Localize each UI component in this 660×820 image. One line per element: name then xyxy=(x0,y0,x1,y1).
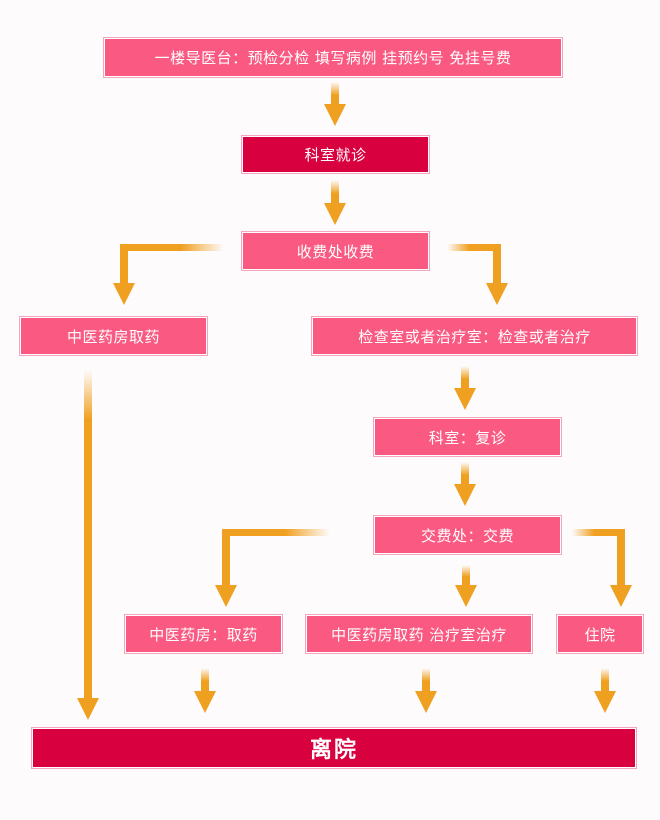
arrow-cashier-to-pharmacy xyxy=(113,244,224,305)
arrow-dept-to-cashier xyxy=(324,180,346,225)
node-tcm-pharmacy-2: 中医药房：取药 xyxy=(124,614,283,654)
node-revisit: 科室：复诊 xyxy=(373,417,562,457)
node-pharmacy-treatment: 中医药房取药 治疗室治疗 xyxy=(305,614,533,654)
arrow-pharmacy-to-discharge xyxy=(77,370,99,720)
arrow-pharmacy2-to-discharge xyxy=(194,668,216,713)
arrow-pharmacy-treatment-to-discharge xyxy=(415,668,437,713)
arrow-payment-to-pharmacy-treatment xyxy=(455,565,477,607)
node-discharge: 离院 xyxy=(31,727,637,769)
node-exam-treatment: 检查室或者治疗室：检查或者治疗 xyxy=(311,316,638,356)
arrow-hospitalization-to-discharge xyxy=(594,668,616,713)
node-payment: 交费处：交费 xyxy=(373,515,562,555)
node-tcm-pharmacy: 中医药房取药 xyxy=(19,316,208,356)
arrow-payment-to-hospitalization xyxy=(572,529,632,607)
node-reception: 一楼导医台：预检分检 填写病例 挂预约号 免挂号费 xyxy=(103,37,563,78)
node-hospitalization: 住院 xyxy=(556,614,644,654)
arrow-cashier-to-exam xyxy=(447,244,508,305)
arrow-exam-to-revisit xyxy=(454,366,476,410)
node-cashier: 收费处收费 xyxy=(241,231,430,271)
arrow-revisit-to-payment xyxy=(454,462,476,506)
node-dept-visit: 科室就诊 xyxy=(241,135,430,174)
arrow-reception-to-dept xyxy=(324,82,346,126)
arrow-payment-to-pharmacy2 xyxy=(215,529,330,607)
